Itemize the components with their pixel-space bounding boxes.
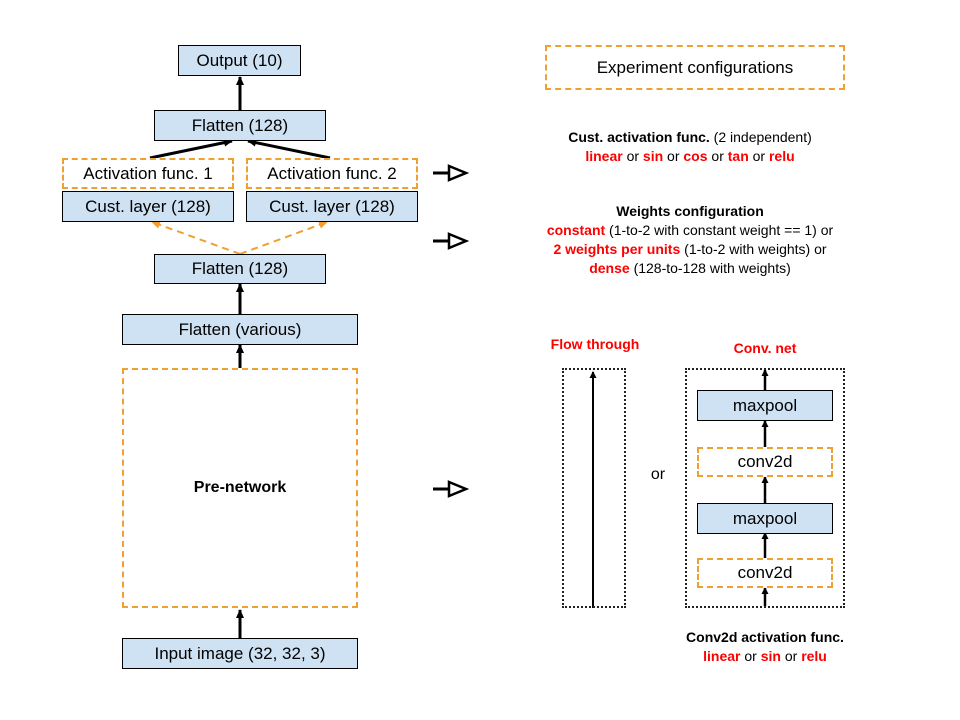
pointer-arrow-activation xyxy=(433,164,470,182)
arrow-activation1-to-flatten-top xyxy=(149,138,233,160)
pre-network-label: Pre-network xyxy=(193,479,287,496)
weights-option-per-unit-line: 2 weights per units (1-to-2 with weights… xyxy=(460,240,920,259)
flatten-mid-label: Flatten (128) xyxy=(191,259,289,278)
conv2d-activation-options: linear or sin or relu xyxy=(640,647,890,666)
cust-layer-1: Cust. layer (128) xyxy=(62,191,234,222)
conv-net-title: Conv. net xyxy=(733,340,797,356)
activation-func-1-label: Activation func. 1 xyxy=(83,163,213,183)
conv-net-box xyxy=(685,368,845,608)
pointer-arrow-prenetwork xyxy=(433,480,470,498)
or-text: or xyxy=(707,148,728,164)
maxpool-top-label: maxpool xyxy=(732,395,798,415)
dashed-connection-to-cust-layer-1 xyxy=(151,220,241,255)
weights-option-constant-line: constant (1-to-2 with constant weight ==… xyxy=(460,221,920,240)
activation-option-sin: sin xyxy=(642,148,664,164)
flatten-top-layer: Flatten (128) xyxy=(154,110,326,141)
cust-layer-2: Cust. layer (128) xyxy=(246,191,418,222)
pre-network-box: Pre-network xyxy=(122,368,358,608)
conv2d-activation-title: Conv2d activation func. xyxy=(686,629,844,645)
flatten-mid-layer: Flatten (128) xyxy=(154,254,326,284)
activation-option-relu: relu xyxy=(768,148,795,164)
flatten-various-label: Flatten (various) xyxy=(178,319,302,339)
weights-config-title: Weights configuration xyxy=(616,203,764,219)
weights-option-dense-line: dense (128-to-128 with weights) xyxy=(460,259,920,278)
experiment-configurations-label: Experiment configurations xyxy=(596,57,794,77)
or-text: or xyxy=(740,648,761,664)
activation-func-1-box: Activation func. 1 xyxy=(62,158,234,189)
activation-config-options: linear or sin or cos or tan or relu xyxy=(470,147,910,166)
flatten-top-label: Flatten (128) xyxy=(191,115,289,135)
arrow-activation2-to-flatten-top xyxy=(247,138,331,160)
input-image-label: Input image (32, 32, 3) xyxy=(154,643,326,663)
activation-option-tan: tan xyxy=(727,148,749,164)
activation-config: Cust. activation func. (2 independent) l… xyxy=(470,128,910,166)
flow-through-title: Flow through xyxy=(550,336,640,352)
activation-config-suffix: (2 independent) xyxy=(709,129,812,145)
or-text: or xyxy=(663,148,684,164)
weights-option-per-unit-desc: (1-to-2 with weights) or xyxy=(680,241,827,257)
activation-option-cos: cos xyxy=(683,148,708,164)
conv2d-option-sin: sin xyxy=(760,648,781,664)
maxpool-bottom-label: maxpool xyxy=(732,508,798,528)
conv2d-top-layer: conv2d xyxy=(697,447,833,477)
flatten-various-layer: Flatten (various) xyxy=(122,314,358,345)
conv2d-bottom-layer: conv2d xyxy=(697,558,833,588)
or-separator: or xyxy=(650,466,666,483)
activation-func-2-box: Activation func. 2 xyxy=(246,158,418,189)
weights-option-dense-desc: (128-to-128 with weights) xyxy=(629,260,791,276)
conv2d-activation-config: Conv2d activation func. linear or sin or… xyxy=(640,628,890,666)
conv2d-option-linear: linear xyxy=(703,648,741,664)
weights-option-constant-desc: (1-to-2 with constant weight == 1) or xyxy=(605,222,834,238)
weights-option-constant: constant xyxy=(546,222,606,238)
or-text: or xyxy=(622,148,643,164)
or-text: or xyxy=(780,648,802,664)
input-image-layer: Input image (32, 32, 3) xyxy=(122,638,358,669)
cust-layer-1-label: Cust. layer (128) xyxy=(85,196,211,216)
maxpool-bottom-layer: maxpool xyxy=(697,503,833,534)
or-text: or xyxy=(748,148,769,164)
cust-layer-2-label: Cust. layer (128) xyxy=(269,196,395,216)
activation-func-2-label: Activation func. 2 xyxy=(267,163,397,183)
dashed-connection-to-cust-layer-2 xyxy=(239,221,328,255)
weights-option-per-unit: 2 weights per units xyxy=(553,241,681,257)
output-layer-label: Output (10) xyxy=(196,50,283,70)
experiment-configurations-header: Experiment configurations xyxy=(545,45,845,90)
conv2d-option-relu: relu xyxy=(801,648,827,664)
flow-through-box xyxy=(562,368,626,608)
conv2d-top-label: conv2d xyxy=(737,452,793,471)
activation-option-linear: linear xyxy=(585,148,623,164)
weights-config: Weights configuration constant (1-to-2 w… xyxy=(460,202,920,278)
output-layer: Output (10) xyxy=(178,45,301,76)
conv2d-bottom-label: conv2d xyxy=(737,563,793,582)
activation-config-title: Cust. activation func. xyxy=(568,129,710,145)
activation-config-title-line: Cust. activation func. (2 independent) xyxy=(470,128,910,147)
weights-option-dense: dense xyxy=(589,260,630,276)
maxpool-top-layer: maxpool xyxy=(697,390,833,421)
